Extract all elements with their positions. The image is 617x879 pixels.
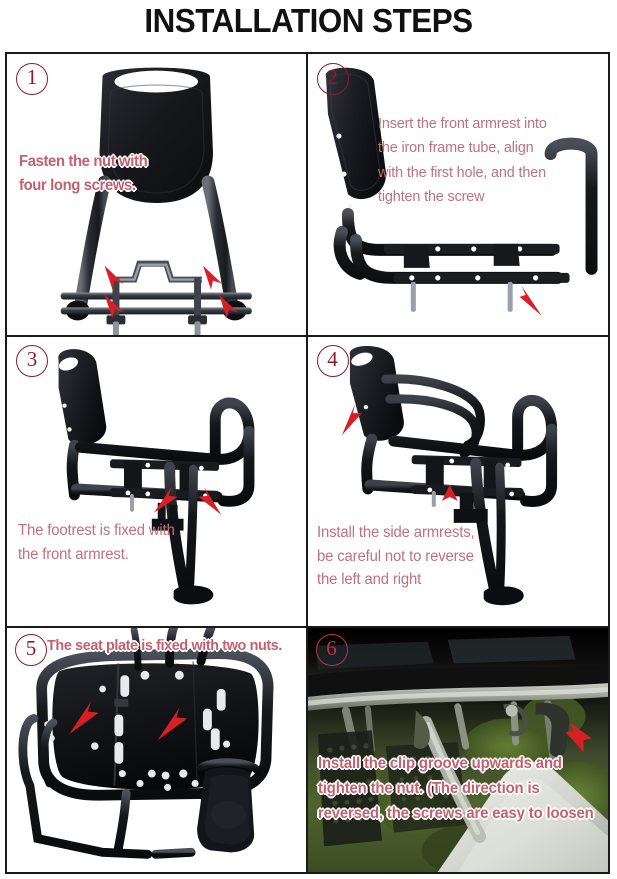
step-2-illustration [308,54,609,335]
step-3-illustration [7,337,306,626]
step-2-caption: Insert the front armrest into the iron f… [377,115,547,205]
step-panel-3: 3 The footrest is fixed with the front a… [7,337,308,628]
step-1-illustration [7,54,306,335]
step-4-caption: Install the side armrests, be careful no… [316,524,475,589]
step-1-caption: Fasten the nut with four long screws. [19,153,148,194]
step-panel-1: 1 Fasten the nut with four long screws. [7,54,308,337]
step-5-illustration [7,628,306,872]
step-number-5: 5 [15,634,47,666]
step-number-3: 3 [16,345,48,377]
red-arrow-group [69,701,188,741]
step-6-photo [307,628,608,872]
red-arrow-group [153,486,222,515]
page-title: INSTALLATION STEPS [144,2,473,39]
step-panel-4: 4 Install the side armrests, be careful … [307,337,609,628]
step-number-2: 2 [316,63,349,95]
step-number-1: 1 [16,63,48,95]
step-panel-6: 6 Install the clip groove upwards and ti… [307,628,608,872]
step-6-caption: Install the clip groove upwards and tigh… [317,755,594,823]
red-arrow-group [565,722,592,752]
red-arrow-group [519,285,542,316]
step-5-caption: The seat plate is fixed with two nuts. [47,637,283,654]
step-number-6: 6 [315,634,348,666]
step-panel-5: 5 The seat plate is fixed with two nuts. [7,628,308,872]
steps-grid: 1 Fasten the nut with four long screws. [5,52,610,874]
step-3-caption: The footrest is fixed with the front arm… [18,522,175,563]
red-arrow-group [341,404,458,523]
step-number-4: 4 [316,345,349,377]
step-4-illustration [308,337,609,626]
red-arrow-group [104,265,238,319]
step-panel-2: 2 Insert the front armrest into the iron… [307,54,609,337]
